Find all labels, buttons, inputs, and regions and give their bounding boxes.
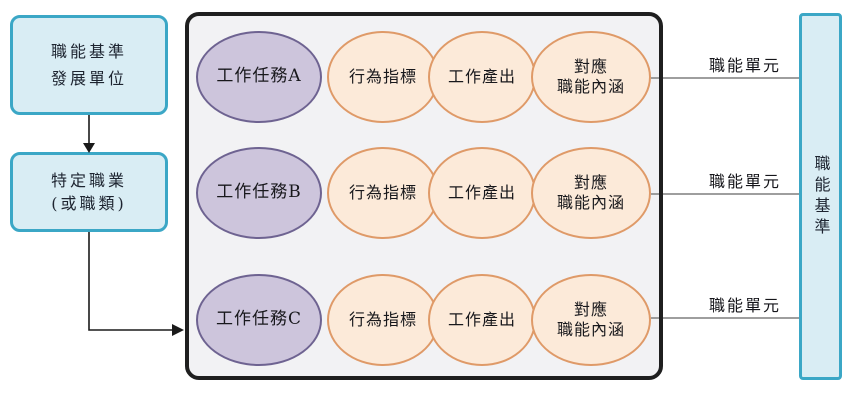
task-ellipse-b: 工作任務B xyxy=(196,147,322,239)
competency-mapping-ellipse-a: 對應 職能內涵 xyxy=(531,31,651,123)
task-ellipse-c-label: 工作任務C xyxy=(215,309,302,330)
task-ellipse-b-label: 工作任務B xyxy=(216,182,302,203)
occupation-box-line1: 特定職業 xyxy=(50,170,127,190)
behavior-indicator-ellipse-a: 行為指標 xyxy=(327,31,439,123)
competency-mapping-c-line2: 職能內涵 xyxy=(556,320,625,339)
competency-mapping-c-line1: 對應 xyxy=(573,300,608,319)
task-ellipse-c: 工作任務C xyxy=(196,274,322,366)
work-output-a-label: 工作產出 xyxy=(447,67,516,86)
occupation-box-line2: (或職類) xyxy=(51,194,127,213)
work-output-ellipse-a: 工作產出 xyxy=(428,31,536,123)
work-output-ellipse-c: 工作產出 xyxy=(428,274,536,366)
behavior-indicator-ellipse-c: 行為指標 xyxy=(327,274,439,366)
behavior-indicator-b-label: 行為指標 xyxy=(348,183,417,202)
competency-mapping-a-line1: 對應 xyxy=(573,57,608,76)
competency-mapping-ellipse-c: 對應 職能內涵 xyxy=(531,274,651,366)
task-ellipse-a: 工作任務A xyxy=(196,31,322,123)
dev-unit-box-line2: 發展單位 xyxy=(50,69,127,88)
unit-connector-lines xyxy=(651,77,800,319)
task-ellipse-a-label: 工作任務A xyxy=(216,66,302,87)
work-output-b-label: 工作產出 xyxy=(447,183,516,202)
elbow-arrow xyxy=(88,232,184,336)
down-arrow xyxy=(83,115,95,153)
behavior-indicator-a-label: 行為指標 xyxy=(348,67,417,86)
competency-standard-bar: 職能基準 xyxy=(799,13,842,380)
competency-mapping-b-line2: 職能內涵 xyxy=(556,193,625,212)
behavior-indicator-c-label: 行為指標 xyxy=(348,310,417,329)
work-output-c-label: 工作產出 xyxy=(447,310,516,329)
dev-unit-box: 職能基準 發展單位 xyxy=(10,15,168,115)
competency-mapping-ellipse-b: 對應 職能內涵 xyxy=(531,147,651,239)
competency-unit-label-2: 職能單元 xyxy=(708,172,781,191)
competency-standard-bar-label: 職能基準 xyxy=(811,154,831,239)
competency-unit-label-3: 職能單元 xyxy=(708,296,781,315)
competency-mapping-a-line2: 職能內涵 xyxy=(556,77,625,96)
occupation-box: 特定職業 (或職類) xyxy=(10,152,168,232)
dev-unit-box-line1: 職能基準 xyxy=(50,41,127,61)
competency-unit-label-1: 職能單元 xyxy=(708,56,781,75)
competency-mapping-b-line1: 對應 xyxy=(573,173,608,192)
work-output-ellipse-b: 工作產出 xyxy=(428,147,536,239)
behavior-indicator-ellipse-b: 行為指標 xyxy=(327,147,439,239)
